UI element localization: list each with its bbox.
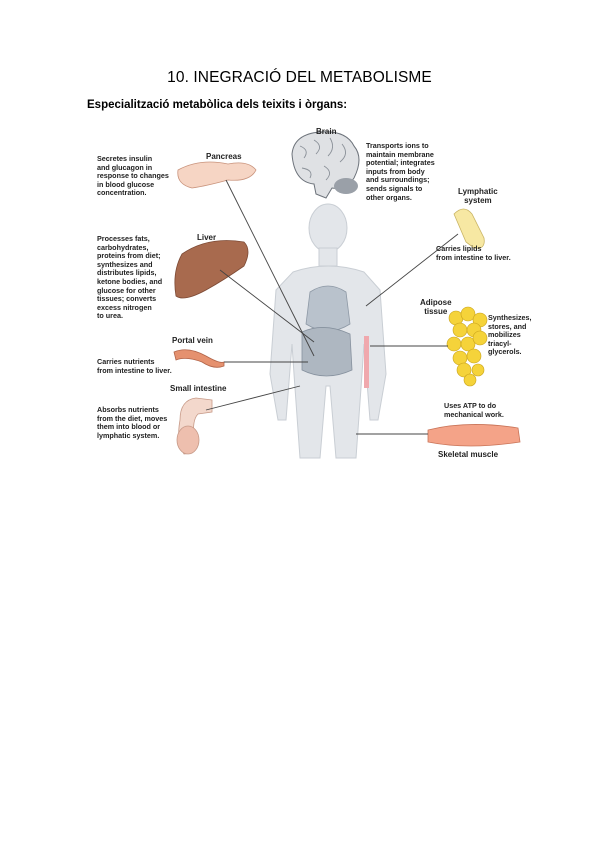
adipose-description: Synthesizes, stores, and mobilizes triac… (488, 313, 532, 357)
page-subtitle: Especialització metabòlica dels teixits … (87, 99, 348, 111)
portal-vein-label: Portal vein (172, 336, 213, 345)
pancreas-description: Secretes insulin and glucagon in respons… (97, 154, 169, 198)
pancreas-label: Pancreas (206, 152, 242, 161)
lymphatic-label: Lymphatic system (458, 187, 498, 205)
adipose-illustration (446, 306, 488, 387)
connector-lines (205, 179, 459, 435)
pancreas-illustration (177, 161, 257, 189)
page-title: 10. INEGRACIÓ DEL METABOLISME (167, 69, 432, 86)
figure-illustration (173, 131, 521, 459)
brain-label: Brain (316, 127, 337, 136)
portal-vein-illustration (173, 349, 225, 368)
adipose-label: Adipose tissue (420, 298, 452, 316)
metabolism-figure: Brain Transports ions to maintain membra… (88, 124, 532, 464)
small-intestine-label: Small intestine (170, 384, 227, 393)
adipose-strip (364, 336, 369, 388)
liver-description: Processes fats, carbohydrates, proteins … (97, 234, 163, 321)
portal-vein-description: Carries nutrients from intestine to live… (97, 357, 172, 375)
skeletal-muscle-description: Uses ATP to do mechanical work. (444, 401, 504, 419)
brain-illustration (291, 131, 360, 199)
lymphatic-illustration (453, 208, 485, 249)
lymphatic-description: Carries lipids from intestine to liver. (436, 244, 511, 262)
liver-illustration (174, 240, 249, 299)
skeletal-muscle-illustration (427, 424, 521, 447)
liver-label: Liver (197, 233, 217, 242)
brain-description: Transports ions to maintain membrane pot… (366, 141, 435, 202)
internal-organs (301, 285, 369, 388)
skeletal-muscle-label: Skeletal muscle (438, 450, 499, 459)
small-intestine-description: Absorbs nutrients from the diet, moves t… (97, 405, 168, 440)
small-intestine-illustration (176, 397, 213, 455)
